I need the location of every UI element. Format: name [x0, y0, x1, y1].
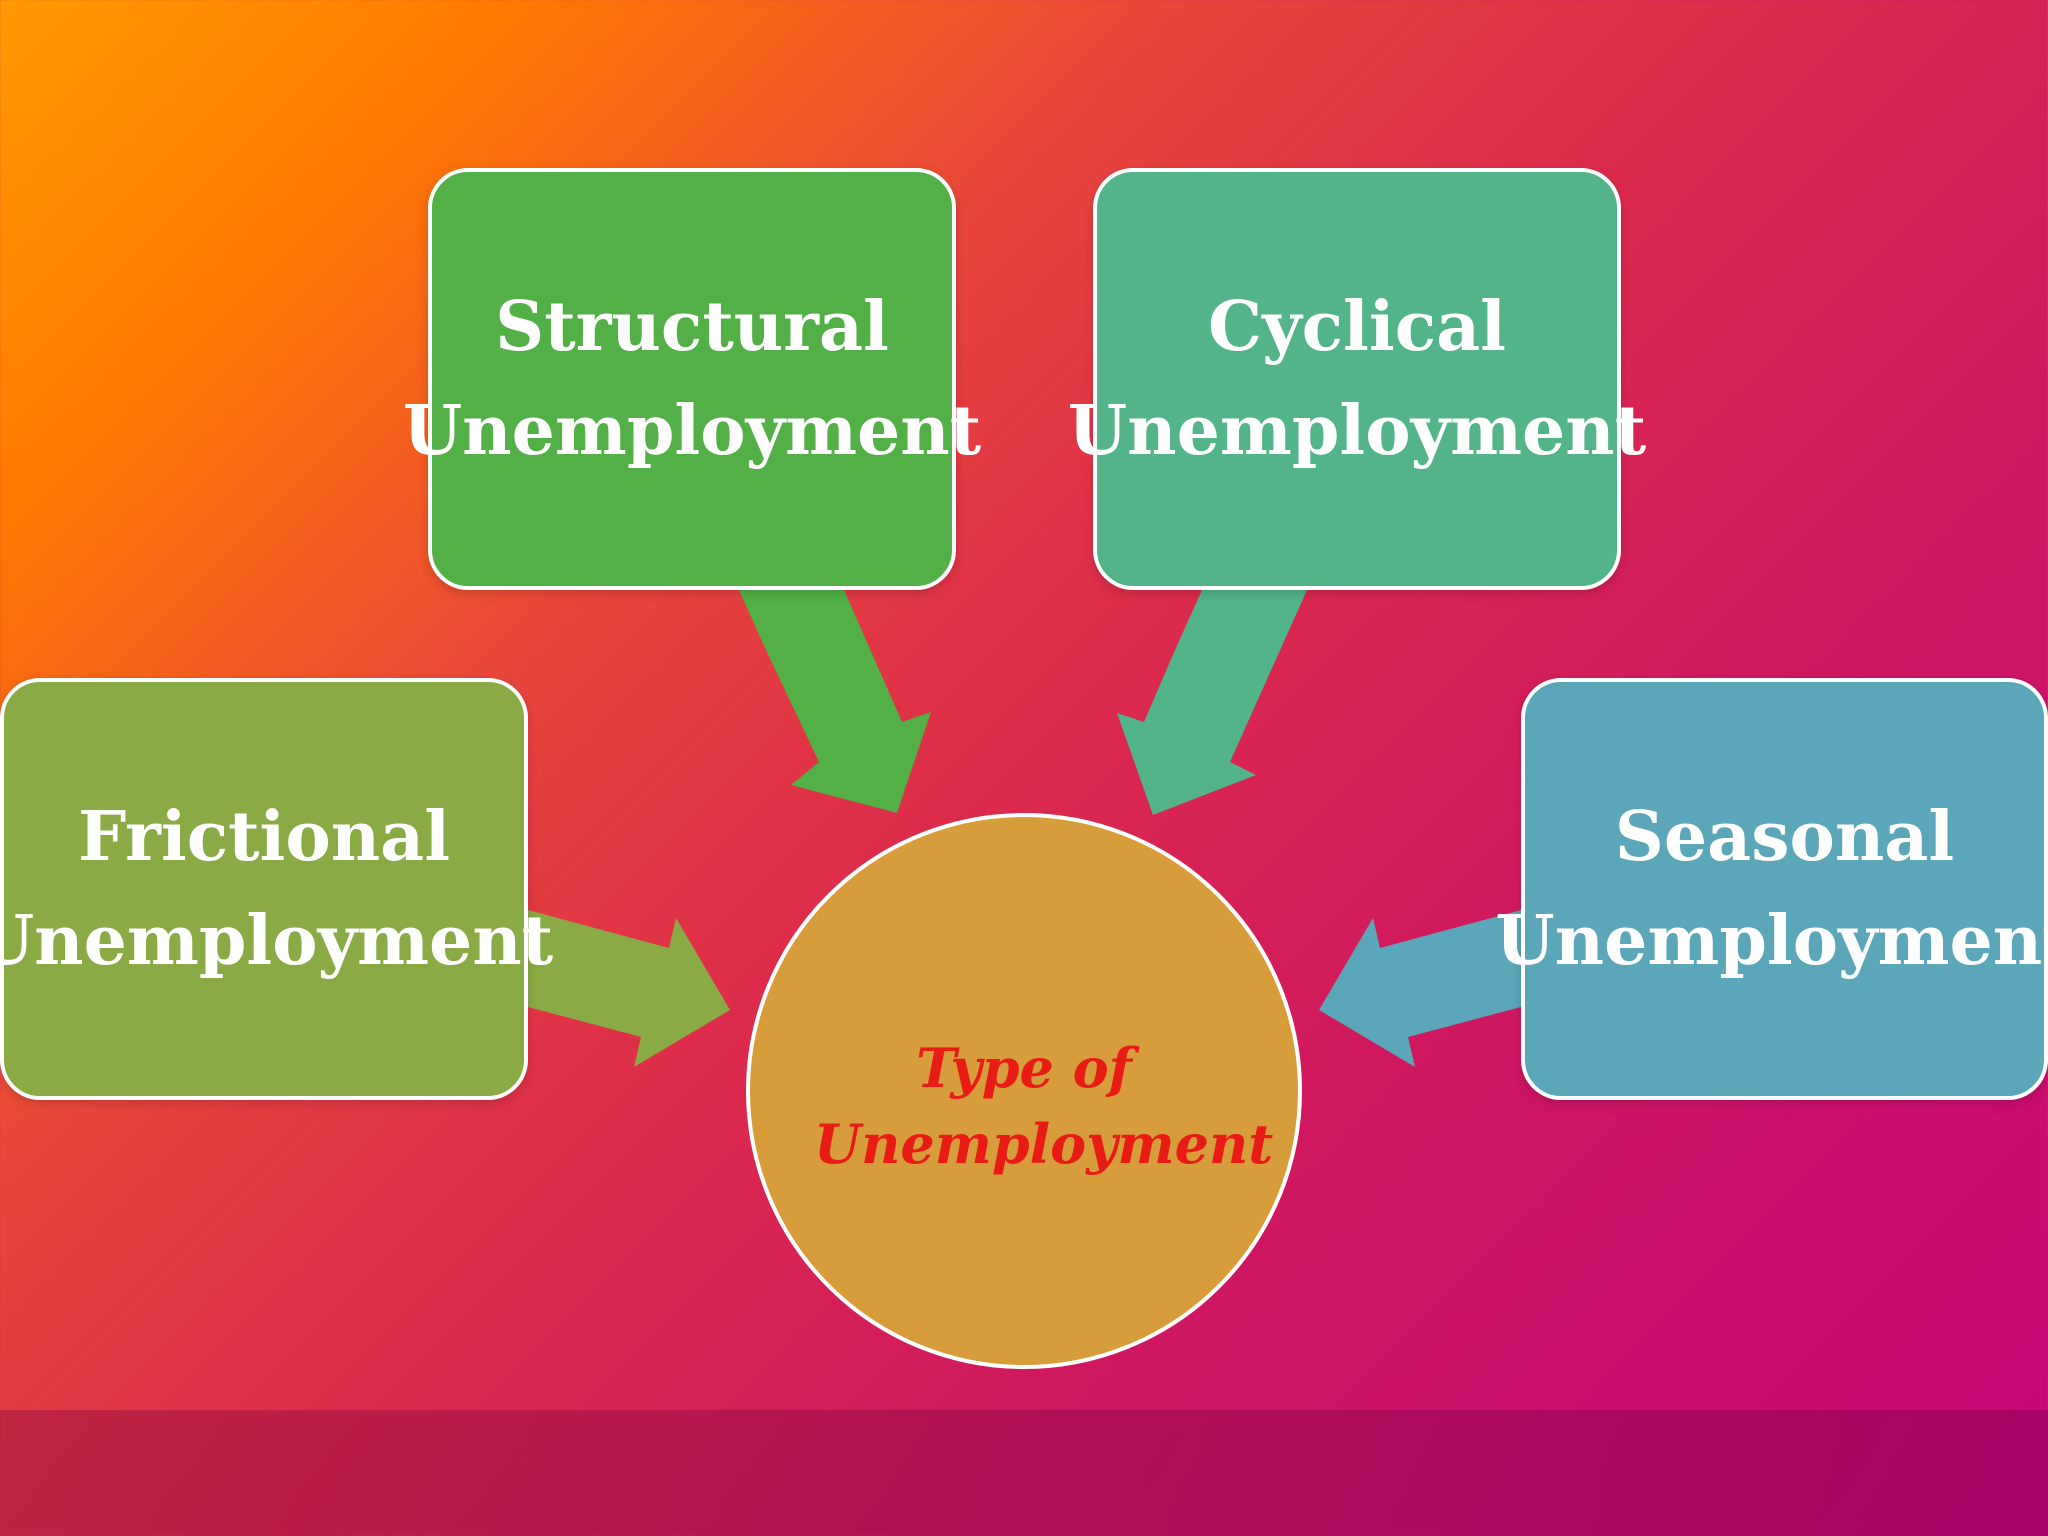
arrow-seasonal	[1319, 910, 1521, 1067]
frictional-unemployment-box: Frictional Unemployment	[0, 678, 553, 1100]
structural-unemployment-label: Structural Unemployment	[402, 287, 982, 471]
type-of-unemployment-label: Type of Unemployment	[814, 1036, 1274, 1176]
frictional-unemployment-label: Frictional Unemployment	[0, 797, 554, 981]
cyclical-unemployment-box: Cyclical Unemployment	[1068, 168, 1646, 590]
arrow-cyclical	[1117, 590, 1307, 815]
cyclical-unemployment-label: Cyclical Unemployment	[1067, 287, 1647, 471]
seasonal-unemployment-label: Seasonal Unemployment	[1495, 797, 2048, 981]
footer-band	[0, 1410, 2048, 1536]
arrow-frictional	[528, 910, 730, 1067]
arrow-structural	[739, 590, 931, 813]
structural-unemployment-box: Structural Unemployment	[403, 168, 981, 590]
type-of-unemployment-circle: Type of Unemployment	[746, 813, 1302, 1369]
seasonal-unemployment-box: Seasonal Unemployment	[1495, 678, 2048, 1100]
